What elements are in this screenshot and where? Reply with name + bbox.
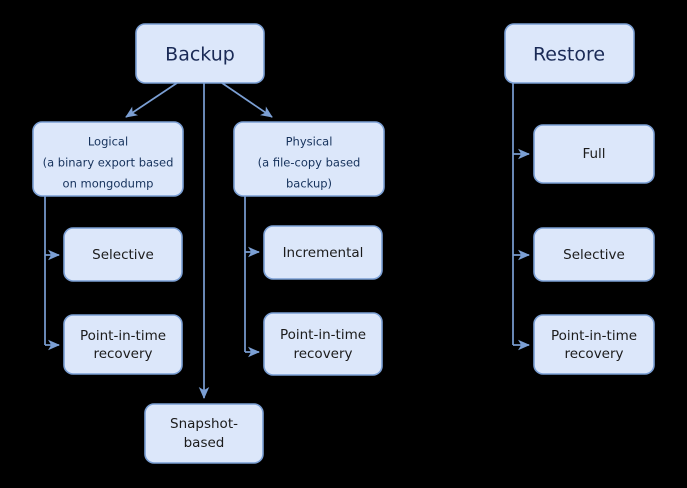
node-physical-incremental[interactable]: Incremental: [263, 225, 383, 280]
node-restore-selective[interactable]: Selective: [533, 227, 655, 282]
node-physical-pitr-label-line1: Point-in-time: [280, 327, 366, 343]
edge-backup-to-physical: [221, 82, 273, 118]
node-logical-selective[interactable]: Selective: [63, 227, 183, 282]
node-logical-pitr-box[interactable]: [63, 314, 183, 375]
node-restore-pitr[interactable]: Point-in-time recovery: [533, 314, 655, 375]
node-logical-selective-label: Selective: [92, 247, 154, 263]
node-restore-pitr-label-line1: Point-in-time: [551, 328, 637, 344]
node-snapshot-based[interactable]: Snapshot- based: [144, 403, 264, 464]
node-restore-box[interactable]: [504, 23, 635, 84]
node-restore-pitr-label-line2: recovery: [564, 346, 623, 362]
node-physical-pitr[interactable]: Point-in-time recovery: [263, 312, 383, 376]
edge-backup-to-logical: [125, 82, 178, 118]
node-backup-box[interactable]: [135, 23, 265, 84]
node-snapshot-based-box[interactable]: [144, 403, 264, 464]
node-snapshot-based-label-line1: Snapshot-: [170, 416, 238, 432]
node-restore-pitr-box[interactable]: [533, 314, 655, 375]
node-snapshot-based-label-line2: based: [184, 435, 225, 451]
node-physical-incremental-box[interactable]: [263, 225, 383, 280]
node-restore-label: Restore: [533, 44, 605, 66]
node-physical-incremental-label: Incremental: [283, 245, 364, 261]
node-physical-pitr-label-line2: recovery: [293, 346, 352, 362]
node-logical-box[interactable]: [32, 121, 184, 197]
node-restore-selective-box[interactable]: [533, 227, 655, 282]
node-restore-full-label: Full: [582, 146, 605, 162]
node-logical-pitr[interactable]: Point-in-time recovery: [63, 314, 183, 375]
node-logical[interactable]: Logical (a binary export based on mongod…: [32, 121, 184, 197]
node-physical-label-line1: Physical: [286, 135, 333, 149]
node-logical-label-line2: (a binary export based: [43, 156, 174, 170]
node-logical-selective-box[interactable]: [63, 227, 183, 282]
connector-layer: [44, 82, 530, 399]
node-restore-full[interactable]: Full: [533, 124, 655, 184]
node-logical-pitr-label-line2: recovery: [93, 346, 152, 362]
node-restore-full-box[interactable]: [533, 124, 655, 184]
node-backup[interactable]: Backup: [135, 23, 265, 84]
node-physical-label-line2: (a file-copy based: [258, 156, 361, 170]
node-physical-pitr-box[interactable]: [263, 312, 383, 376]
node-logical-label-line3: on mongodump: [63, 177, 154, 191]
node-backup-label: Backup: [165, 44, 235, 66]
node-restore[interactable]: Restore: [504, 23, 635, 84]
node-logical-label-line1: Logical: [88, 135, 128, 149]
node-physical[interactable]: Physical (a file-copy based backup): [233, 121, 385, 197]
node-logical-pitr-label-line1: Point-in-time: [80, 328, 166, 344]
node-physical-label-line3: backup): [286, 177, 332, 191]
node-physical-box[interactable]: [233, 121, 385, 197]
node-restore-selective-label: Selective: [563, 247, 625, 263]
